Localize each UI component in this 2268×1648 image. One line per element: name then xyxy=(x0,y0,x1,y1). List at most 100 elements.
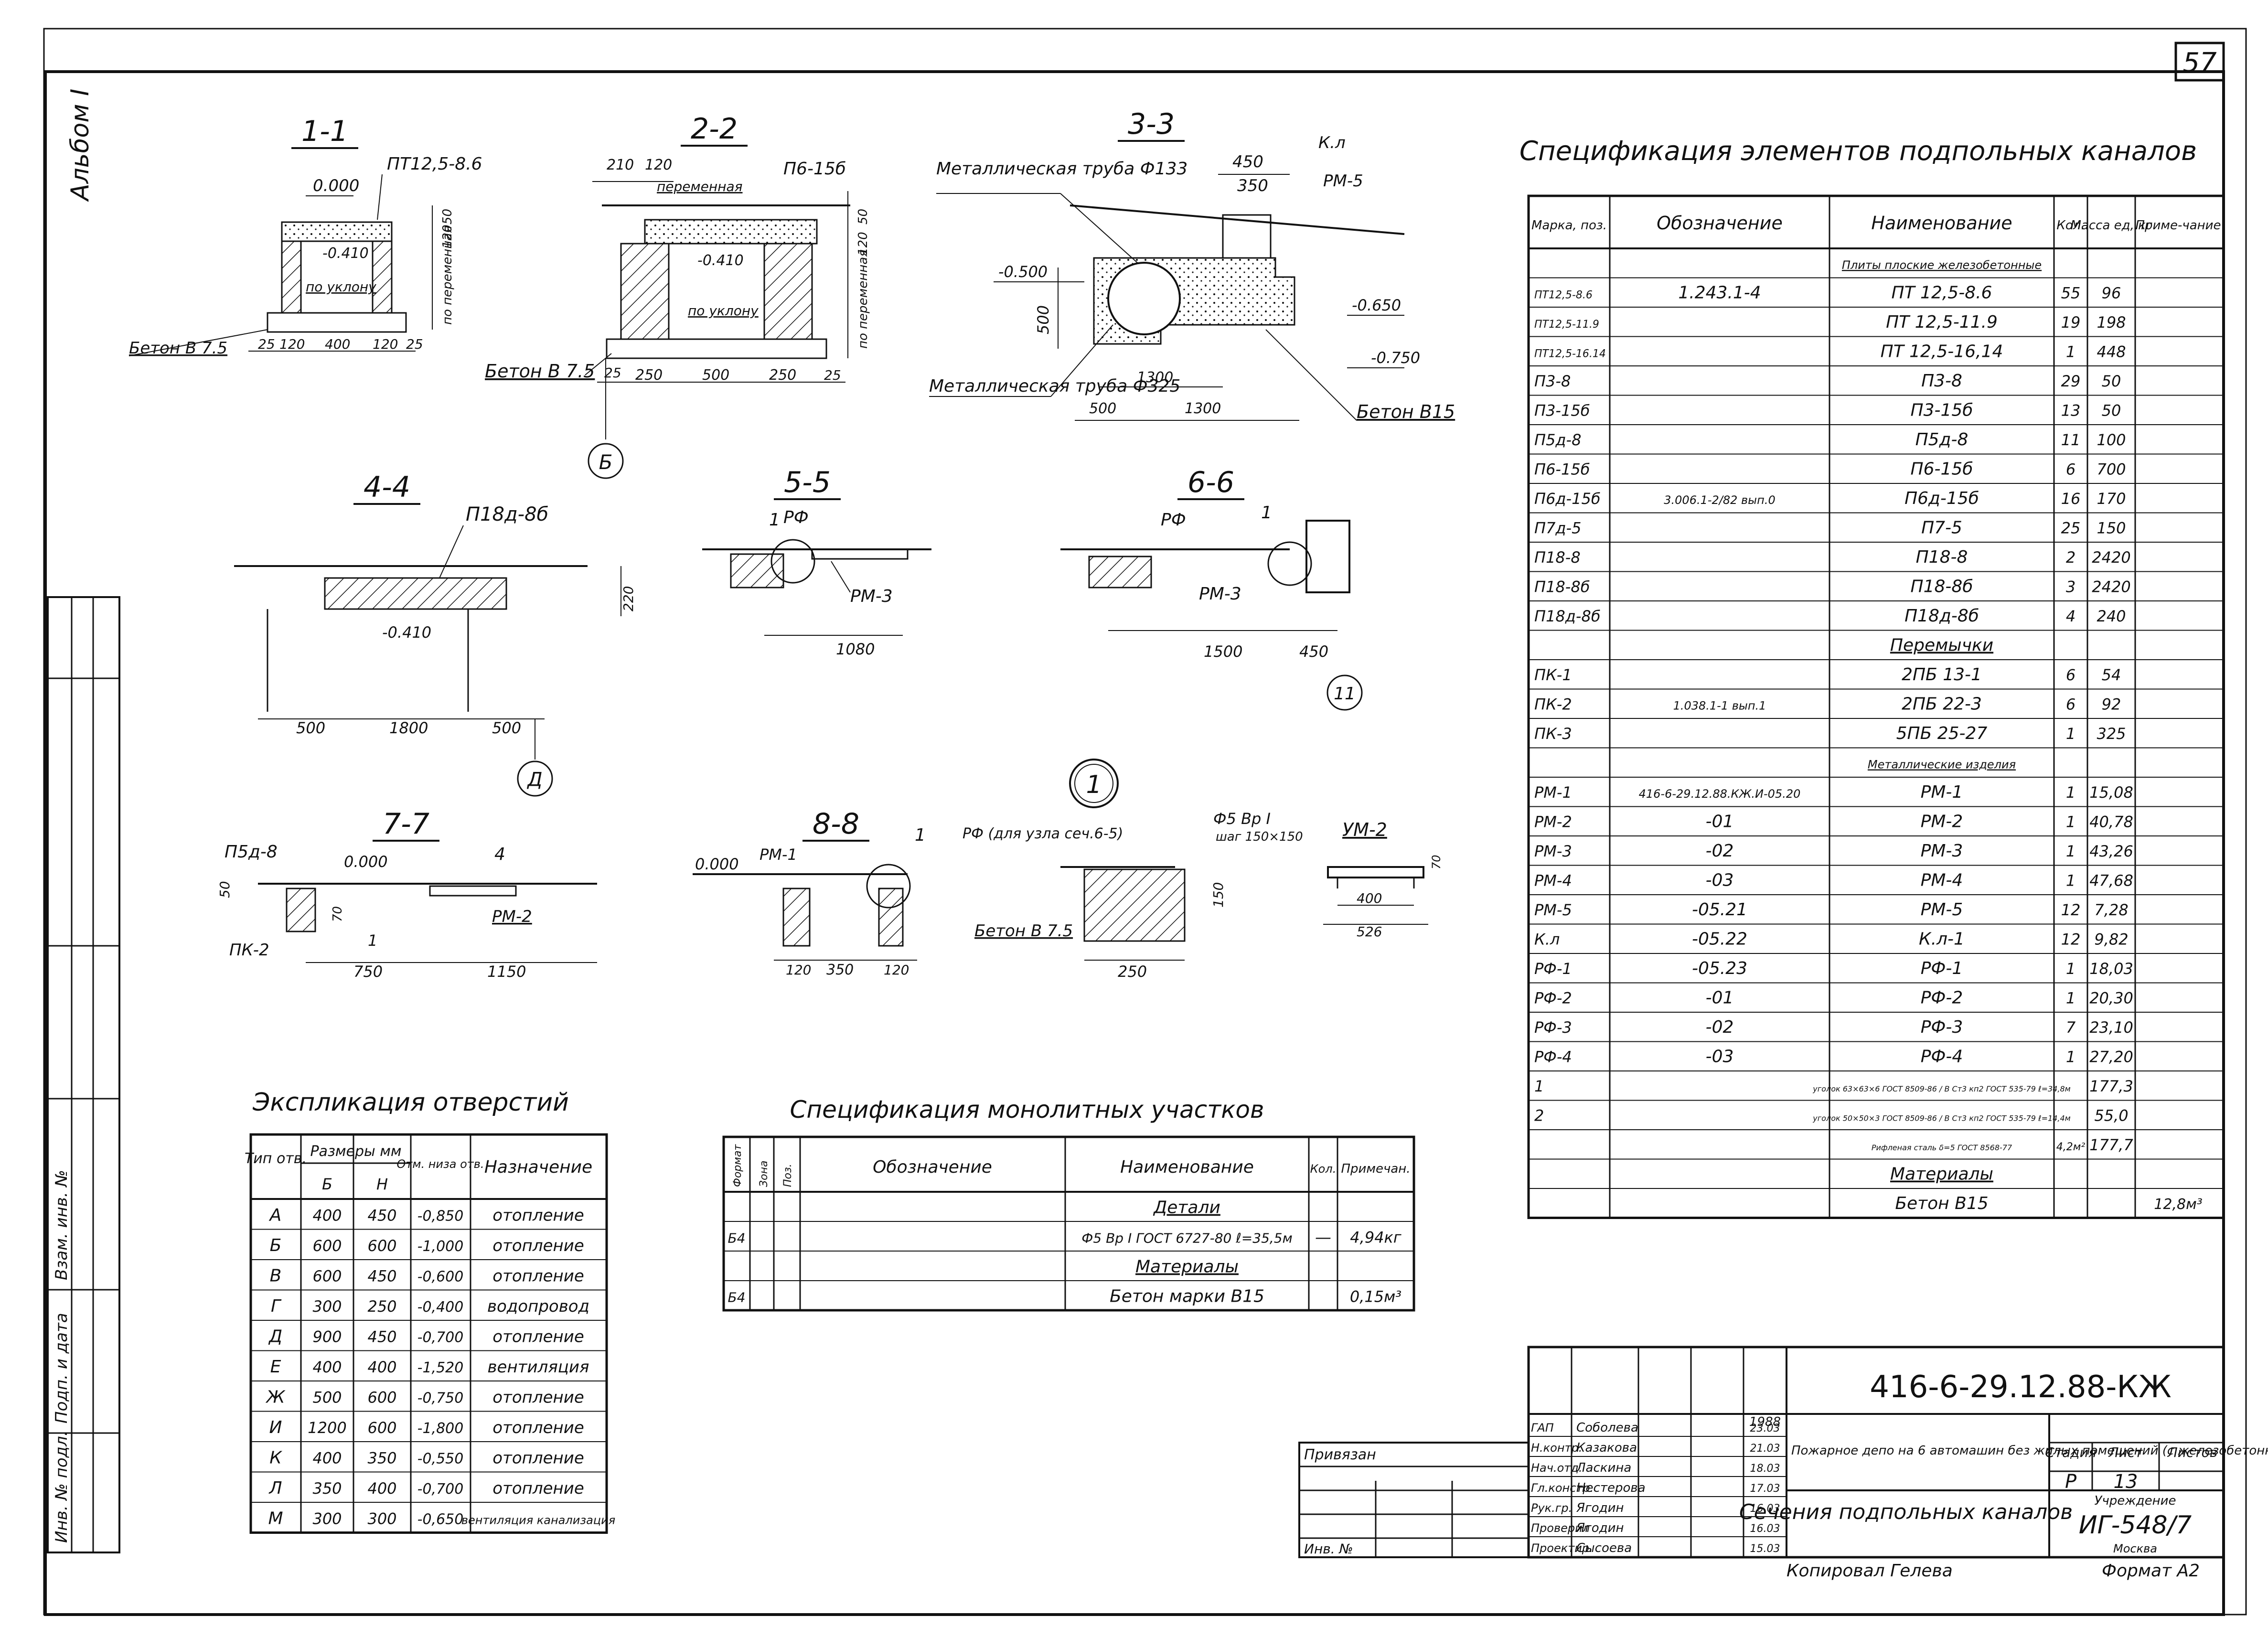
table-cell: ПТ12,5-11.9 xyxy=(1534,319,1599,331)
svg-text:250: 250 xyxy=(769,367,796,384)
table-cell: 18,03 xyxy=(2089,960,2133,978)
table-cell: -0,400 xyxy=(417,1299,464,1316)
svg-text:250: 250 xyxy=(635,367,663,384)
table-cell: -0,750 xyxy=(417,1390,464,1407)
table-cell: отопление xyxy=(492,1206,584,1225)
svg-text:11: 11 xyxy=(1334,684,1356,704)
table-cell: -02 xyxy=(1706,841,1734,861)
table-cell: П6-15б xyxy=(1534,460,1590,479)
svg-text:8-8: 8-8 xyxy=(813,807,859,841)
table-cell: 55,0 xyxy=(2094,1107,2128,1125)
table-cell: 1200 xyxy=(308,1419,346,1437)
svg-text:350: 350 xyxy=(826,962,854,978)
table-cell: РМ-3 xyxy=(1921,841,1963,861)
svg-text:1: 1 xyxy=(915,825,926,845)
svg-text:150: 150 xyxy=(1210,882,1226,908)
table-cell: 150 xyxy=(2097,519,2126,537)
svg-text:Металлическая труба Ф133: Металлическая труба Ф133 xyxy=(936,159,1187,179)
table-cell: ПТ12,5-16.14 xyxy=(1534,348,1606,360)
table-cell: 500 xyxy=(312,1389,342,1407)
svg-text:Бетон В 7.5: Бетон В 7.5 xyxy=(974,921,1073,941)
table-cell: П18д-8б xyxy=(1534,607,1601,625)
table-cell: 1 xyxy=(2066,343,2075,361)
svg-text:-0.410: -0.410 xyxy=(382,623,431,642)
svg-text:1: 1 xyxy=(769,510,780,530)
svg-text:Б: Б xyxy=(599,450,613,474)
column-header: Н xyxy=(376,1175,388,1193)
svg-text:Копировал Гелева: Копировал Гелева xyxy=(1787,1561,1953,1581)
table-cell: 2 xyxy=(1534,1107,1544,1125)
column-header: Приме-чание xyxy=(2135,218,2221,233)
svg-text:РМ-1: РМ-1 xyxy=(760,845,797,864)
table-cell: 170 xyxy=(2097,490,2126,508)
column-header: Б xyxy=(322,1175,332,1193)
table-cell: 0,15м³ xyxy=(1350,1288,1401,1306)
signature-role: Н.контр. xyxy=(1531,1441,1582,1455)
table-cell: РФ-2 xyxy=(1534,989,1572,1007)
table-cell: 4,94кг xyxy=(1350,1229,1401,1247)
svg-text:1300: 1300 xyxy=(1137,369,1173,386)
table-cell: ПТ12,5-8.6 xyxy=(1534,289,1593,301)
axis-marker xyxy=(588,443,624,479)
table-cell: 450 xyxy=(367,1328,396,1346)
svg-text:0.000: 0.000 xyxy=(695,855,739,873)
table-cell: -0,700 xyxy=(417,1329,464,1346)
svg-text:УМ-2: УМ-2 xyxy=(1342,819,1387,840)
svg-text:Бетон В 7.5: Бетон В 7.5 xyxy=(485,361,595,382)
table-cell: 11 xyxy=(2061,431,2081,449)
album-label: Альбом I xyxy=(66,89,95,202)
svg-text:П18д-8б: П18д-8б xyxy=(466,503,548,525)
svg-text:-0.750: -0.750 xyxy=(1371,349,1420,367)
svg-text:РМ-2: РМ-2 xyxy=(492,907,532,926)
table-cell: — xyxy=(1315,1228,1331,1247)
column-header: Масса ед, кг xyxy=(2070,218,2152,233)
table-cell: уголок 50×50×3 ГОСТ 8509-86 / В Ст3 кп2 … xyxy=(1812,1114,2070,1123)
svg-text:Листов: Листов xyxy=(2167,1445,2218,1460)
table-cell: П18-8б xyxy=(1911,577,1973,597)
table-cell: РМ-1 xyxy=(1534,783,1572,802)
table-cell: -0,600 xyxy=(417,1269,464,1285)
table-cell: 50 xyxy=(2102,402,2121,420)
table-cell: вентиляция канализация xyxy=(461,1514,615,1527)
table-cell: 43,26 xyxy=(2089,842,2133,860)
signature-date: 23.03 xyxy=(1750,1423,1780,1434)
svg-text:250: 250 xyxy=(1118,963,1147,981)
table-cell: ПТ 12,5-16,14 xyxy=(1881,342,2003,362)
table-cell: 92 xyxy=(2102,696,2121,714)
table-cell: 12 xyxy=(2061,901,2081,919)
table-cell: П6-15б xyxy=(1911,460,1973,479)
table-cell: Б4 xyxy=(727,1231,745,1246)
column-header: Наименование xyxy=(1871,213,2012,234)
svg-text:Металлическая труба Ф325: Металлическая труба Ф325 xyxy=(929,376,1180,396)
svg-text:1988: 1988 xyxy=(1749,1415,1781,1429)
table-cell: П18-8 xyxy=(1534,548,1581,567)
svg-text:К.л: К.л xyxy=(1318,133,1346,152)
svg-text:ИГ-548/7: ИГ-548/7 xyxy=(2079,1511,2192,1540)
table-cell: 1 xyxy=(1534,1077,1544,1095)
svg-text:РМ-5: РМ-5 xyxy=(1323,171,1363,191)
signature-name: Казакова xyxy=(1576,1441,1637,1455)
signature-role: Рук.гр. xyxy=(1531,1501,1572,1515)
table-cell: отопление xyxy=(492,1479,584,1498)
table-cell: 1 xyxy=(2066,725,2075,743)
table-cell: 325 xyxy=(2097,725,2126,743)
table-cell: 198 xyxy=(2097,313,2126,332)
section-3-3: 3-3 Металлическая труба Ф133 К.л РМ-5 45… xyxy=(929,107,1455,422)
svg-text:500: 500 xyxy=(702,367,729,384)
table-cell: 20,30 xyxy=(2089,989,2133,1007)
table-cell: К.л xyxy=(1534,931,1560,949)
svg-text:210: 210 xyxy=(607,157,634,173)
table-cell: ПТ 12,5-11.9 xyxy=(1886,312,1998,332)
section-title: 1-1 xyxy=(301,115,348,148)
section-heading: Плиты плоские железобетонные xyxy=(1842,258,2042,272)
svg-text:500: 500 xyxy=(296,719,325,737)
table-cell: -05.22 xyxy=(1692,930,1747,949)
table-cell: 12,8м³ xyxy=(2154,1196,2202,1213)
signature-name: Ягодин xyxy=(1576,1501,1624,1515)
table-cell: 4,2м² xyxy=(2056,1141,2086,1153)
column-header: Назначение xyxy=(484,1157,592,1177)
table-cell: 300 xyxy=(312,1297,342,1316)
table-cell: 6 xyxy=(2066,696,2075,714)
svg-text:3-3: 3-3 xyxy=(1128,107,1175,141)
svg-text:шаг 150×150: шаг 150×150 xyxy=(1216,830,1303,844)
